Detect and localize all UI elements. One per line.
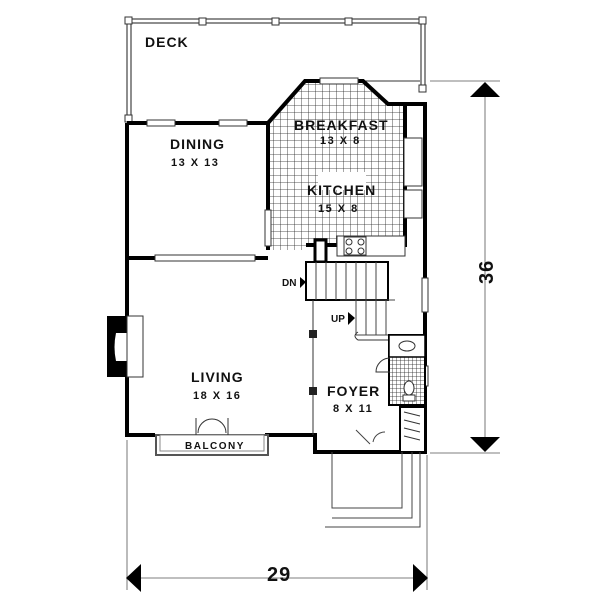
dimension-depth [430, 80, 500, 454]
width-dimension: 29 [267, 564, 291, 586]
column [309, 387, 317, 395]
room-label-breakfast: BREAKFAST [294, 117, 389, 133]
room-label-balcony: BALCONY [185, 441, 245, 452]
entry-steps [325, 429, 421, 528]
room-size-dining: 13 X 13 [171, 157, 219, 169]
room-size-foyer: 8 X 11 [333, 403, 373, 415]
room-label-living: LIVING [191, 369, 244, 385]
column [309, 330, 317, 338]
room-label-foyer: FOYER [327, 383, 380, 399]
kitchen-counters [313, 137, 423, 264]
room-size-living: 18 X 16 [193, 390, 241, 402]
room-label-deck: DECK [145, 34, 189, 50]
stairs-up-label: UP [331, 314, 345, 325]
deck [124, 16, 427, 123]
stairs-down-label: DN [282, 278, 296, 289]
fireplace [107, 315, 144, 378]
room-size-breakfast: 13 X 8 [320, 135, 361, 147]
powder-room [375, 334, 426, 406]
depth-dimension: 36 [476, 260, 498, 284]
stairs-up-arrow-icon [348, 312, 355, 325]
room-label-dining: DINING [170, 136, 225, 152]
room-size-kitchen: 15 X 8 [318, 203, 359, 215]
kitchen-floor [268, 81, 405, 250]
closet [399, 406, 426, 453]
dimension-width [126, 440, 428, 592]
balcony [155, 418, 269, 456]
room-label-kitchen: KITCHEN [307, 182, 376, 198]
staircase[interactable] [305, 261, 395, 341]
stairs-down-arrow-icon [300, 277, 306, 288]
